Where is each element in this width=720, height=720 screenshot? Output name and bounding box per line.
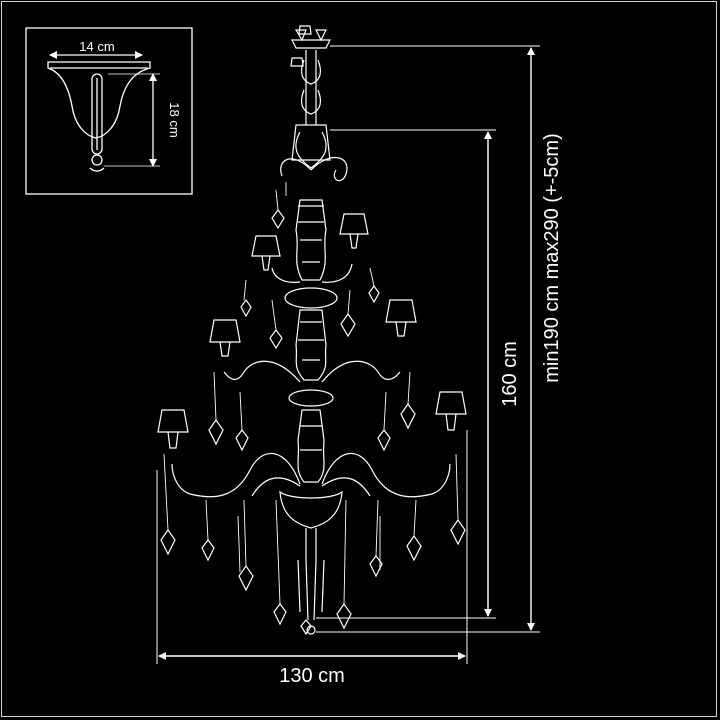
canopy-height-label: 18 cm [167, 102, 182, 137]
crystal-drop [340, 312, 356, 338]
lamp-shade [290, 57, 304, 67]
canopy-inset [25, 27, 193, 195]
lamp-shade [435, 391, 467, 431]
chandelier [157, 25, 467, 636]
canopy-rod [91, 73, 103, 155]
column-rings-lower [300, 425, 322, 451]
canopy-hook [91, 154, 103, 166]
ceiling-hooks [294, 29, 327, 42]
canopy-body [47, 61, 151, 139]
upper-collar-detail [295, 131, 327, 169]
tier-1-arms [271, 263, 353, 283]
top-scroll-left [280, 158, 312, 177]
canopy-width-label: 14 cm [79, 39, 114, 54]
central-column-middle [295, 309, 327, 381]
lamp-shade [339, 213, 369, 249]
crystal-drop [240, 298, 252, 318]
top-scroll-right [310, 156, 348, 182]
central-column-lower [297, 409, 325, 483]
lower-bowl [279, 490, 343, 529]
lamp-shades [157, 25, 467, 449]
crystal-drop [160, 528, 176, 556]
upper-collar [291, 124, 331, 161]
suspension-rod [305, 50, 317, 125]
central-column-upper [295, 199, 327, 281]
crystal-drop [369, 555, 383, 578]
crystal-drop [273, 603, 287, 626]
lamp-shade [209, 319, 241, 357]
rod-ornaments [300, 59, 322, 115]
crystal-strands [163, 182, 459, 605]
crystal-drop [368, 284, 380, 304]
tier-3-arms-inner [251, 477, 371, 497]
crystal-drop [208, 418, 224, 446]
crystal-drop [377, 429, 391, 452]
crystal-drop [238, 564, 254, 592]
lamp-shade [157, 409, 189, 449]
upper-bowl [284, 287, 338, 309]
crystal-drop [406, 534, 422, 562]
crystal-drop [201, 539, 215, 562]
crystal-drop [271, 209, 285, 230]
crystal-drop [300, 619, 312, 636]
column-rings-upper [298, 205, 324, 263]
lamp-shade [385, 299, 417, 337]
dimension-lines [156, 45, 540, 664]
column-rings-middle [298, 321, 324, 361]
crystal-drop [400, 402, 416, 430]
lamp-shade [251, 235, 281, 271]
middle-bowl [288, 389, 334, 407]
lower-stem [305, 528, 317, 560]
crystal-drop [450, 518, 466, 546]
tier-3-arm-left-outer [171, 453, 301, 498]
canopy-chain-link [89, 167, 105, 172]
inset-frame [25, 27, 193, 195]
total-height-label: min190 cm max290 (+-5cm) [541, 133, 563, 383]
body-height-label: 160 cm [499, 341, 521, 407]
tier-2-arm-left [223, 360, 301, 383]
crystal-drop [235, 429, 249, 452]
lamp-shade [298, 25, 312, 35]
tier-3-arm-right-outer [321, 453, 451, 498]
ceiling-cup [291, 39, 331, 49]
tier-2-arm-right [321, 360, 401, 383]
crystal-drops [160, 209, 466, 636]
crystal-drop [269, 329, 283, 350]
overall-width-label: 130 cm [279, 665, 345, 687]
crystal-drop [336, 602, 352, 630]
bottom-crystal-strands [297, 559, 325, 621]
